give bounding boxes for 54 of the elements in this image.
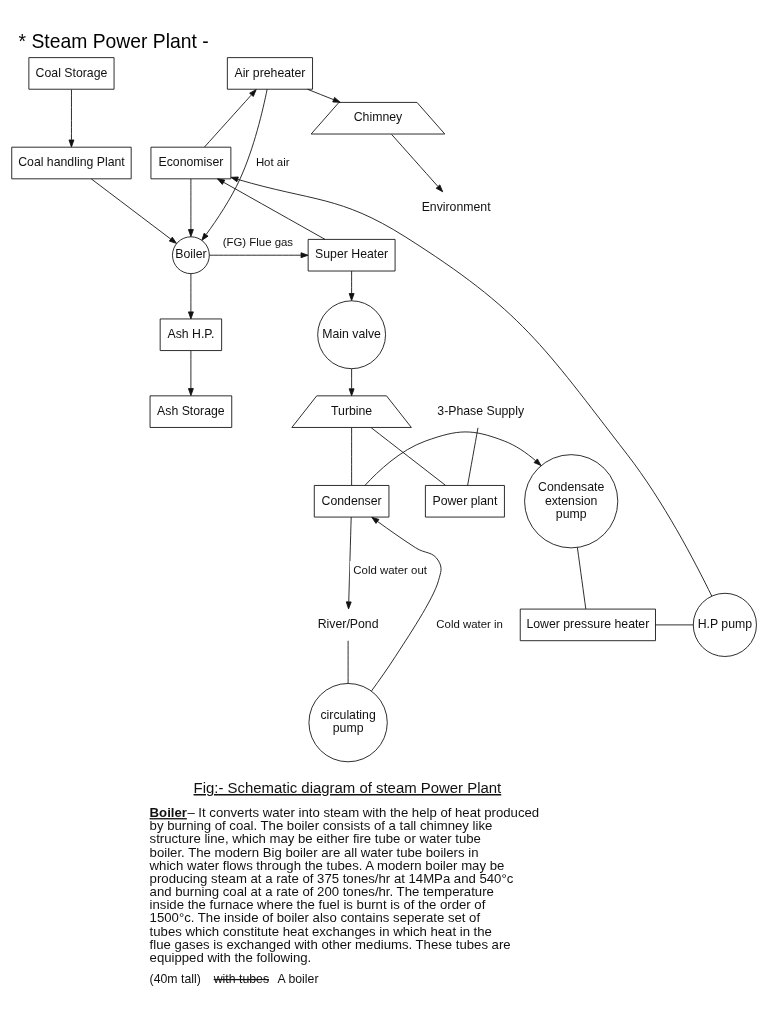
node-circle: Main valve <box>317 300 386 370</box>
arrow <box>230 176 713 597</box>
connector <box>347 640 349 684</box>
edge-label: Cold water in <box>436 617 503 630</box>
arrow <box>188 178 194 237</box>
node-circle: Condensate extension pump <box>524 454 619 549</box>
arrow <box>208 252 309 259</box>
arrow <box>345 516 352 610</box>
arrow <box>364 431 542 486</box>
node-box: Air preheater <box>226 57 313 90</box>
caption: Fig:- Schematic diagram of steam Power Plant <box>193 779 502 797</box>
label: Boiler <box>149 805 187 821</box>
node-box: Economiser <box>150 146 232 180</box>
edge-label: Cold water out <box>353 563 427 576</box>
connector <box>467 427 479 486</box>
node-circle: circulating pump <box>308 683 388 763</box>
arrow <box>188 273 194 320</box>
arrow <box>348 270 355 301</box>
edge-label: (FG) Flue gas <box>222 235 294 248</box>
connector <box>655 624 694 626</box>
node-text: 3-Phase Supply <box>437 403 525 418</box>
arrow <box>90 178 177 244</box>
node-box: Coal handling Plant <box>11 146 132 180</box>
node-box: Ash Storage <box>149 395 233 428</box>
arrow <box>201 88 268 241</box>
connector <box>370 427 446 486</box>
label: (40m tall) <box>149 972 201 987</box>
node-box: Ash H.P. <box>159 318 223 351</box>
diagram-title: * Steam Power Plant - <box>18 31 209 53</box>
node-box: Coal Storage <box>28 57 115 90</box>
node-circle: Boiler <box>172 236 210 275</box>
arrow <box>371 516 442 692</box>
node-circle: H.P pump <box>692 592 757 657</box>
arrow <box>68 89 75 148</box>
node-box: Condenser <box>313 485 390 518</box>
connector <box>351 427 353 486</box>
label: A boiler <box>277 972 319 987</box>
arrow <box>391 133 444 193</box>
label: tubes which constitute heat exchanges in which heat in the <box>149 923 492 939</box>
node-text: Environment <box>421 200 491 215</box>
node-box: Lower pressure heater <box>519 608 656 642</box>
label: 1500°c. The inside of boiler also contains seperate set of <box>149 910 481 926</box>
arrow <box>188 350 194 397</box>
connector <box>576 547 587 610</box>
arrow <box>217 178 326 240</box>
node-box: Super Heater <box>307 238 396 272</box>
label: – It converts water into steam with the help of heat produced <box>187 805 540 821</box>
arrow <box>348 368 355 397</box>
node-box: Power plant <box>424 485 505 518</box>
node-text: River/Pond <box>317 617 379 632</box>
arrow <box>204 89 257 148</box>
label: with tubes <box>213 972 270 987</box>
arrow <box>307 88 341 103</box>
edge-label: Hot air <box>255 155 290 168</box>
